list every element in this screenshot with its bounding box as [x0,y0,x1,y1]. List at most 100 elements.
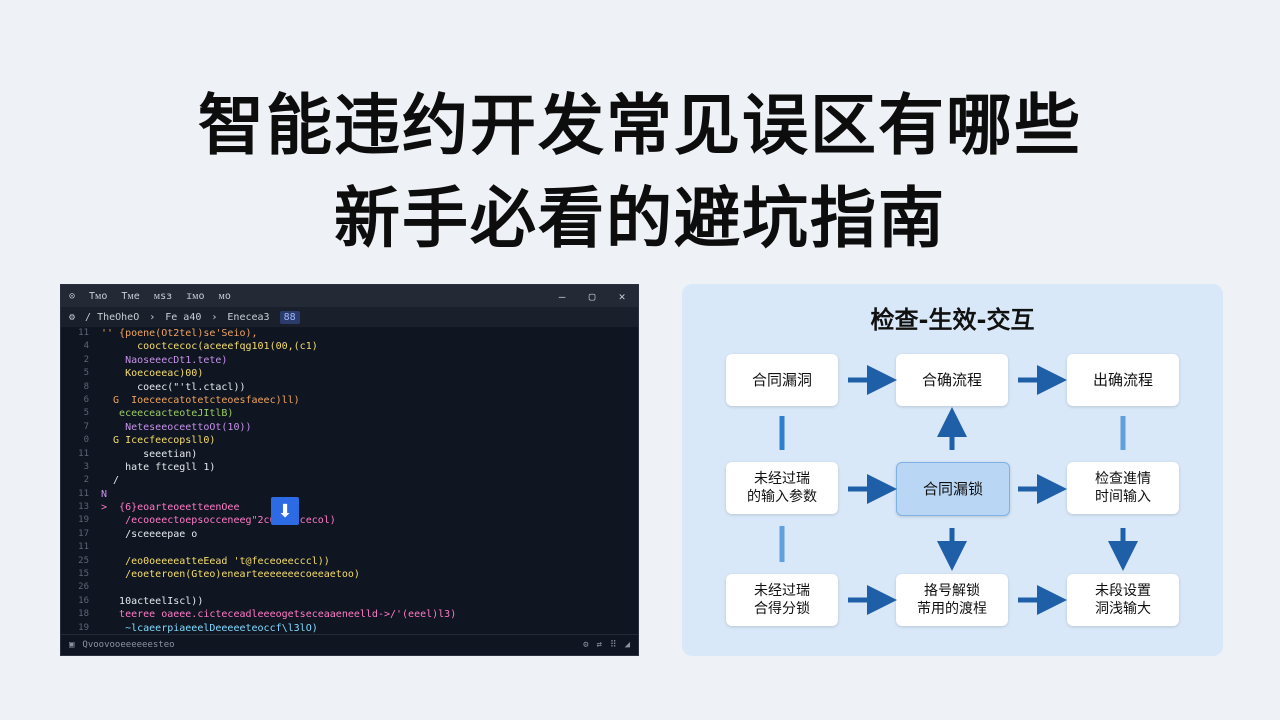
box-label: 洞浅输大 [1095,601,1151,617]
status-text: Qvoovooeeeeeesteo [82,640,175,650]
box-unverified-split: 未经过瑞合得分锁 [726,574,838,626]
breadcrumb-item-1[interactable]: Fe a40 [165,311,202,323]
box-label: 挌号解锁 [924,583,980,599]
line-number: 3 [83,461,89,472]
code-line[interactable]: hate ftcegll 1) [101,461,216,473]
maximize-icon[interactable]: ▢ [588,289,596,303]
status-bar: ▣ Qvoovooeeeeeesteo ⚙ ⇄ ⠿ ◢ [61,634,638,655]
code-line[interactable]: > {6}eoarteoeetteenOee [101,502,240,514]
diagram-arrows [779,365,1138,615]
code-line[interactable]: / [101,475,120,487]
box-label: 合同漏洞 [751,371,812,389]
settings-icon[interactable]: ⚙ [69,311,76,323]
code-line[interactable]: NeteseeoceettoOt(10)) [101,421,252,433]
editor-titlebar: ⊙ Tᴍo Tᴍe ᴍsɜ ɪᴍo ᴍo – ▢ ✕ [61,285,638,307]
box-output-process: 出确流程 [1067,354,1179,406]
flow-diagram-panel: 检查-生效-交互 合同漏洞 合确流程 出确流程 未经过瑞的输入参数 合同漏锁 检… [682,284,1223,656]
line-number: 7 [83,421,89,432]
minimize-icon[interactable]: – [558,289,566,303]
code-line[interactable]: eceeceacteoteJItlB) [101,408,234,420]
box-label: 合确流程 [921,371,982,389]
menu-item-4[interactable]: ɪᴍo [186,290,205,302]
code-line[interactable]: coeec("'tl.ctacl)) [101,381,246,393]
code-editor-window: ⊙ Tᴍo Tᴍe ᴍsɜ ɪᴍo ᴍo – ▢ ✕ ⚙ / TheOheO ›… [60,284,639,656]
line-number: 25 [78,555,89,566]
line-number: 2 [83,354,89,365]
breadcrumb-path[interactable]: / TheOheO [85,311,140,323]
menu-item-2[interactable]: Tᴍe [121,290,140,302]
box-unlock-process: 挌号解锁芾用的渡桯 [896,574,1008,626]
code-line[interactable]: cooctcecoc(aceeefqg101(00,(c1) [101,341,318,353]
box-label: 时间输入 [1095,489,1151,505]
share-icon[interactable]: ⇄ [596,640,602,650]
line-number: 8 [83,381,89,392]
headline-line-1: 智能违约开发常见误区有哪些 [198,87,1082,164]
line-number: 5 [83,408,89,419]
line-number: 11 [78,488,89,499]
box-check-time-input: 检查進情时间输入 [1067,462,1179,514]
menu-item-1[interactable]: Tᴍo [89,290,108,302]
menu-item-5[interactable]: ᴍo [218,290,231,302]
code-area[interactable]: 1142586570113211131917112515261618191019… [61,327,638,655]
line-number: 15 [78,569,89,580]
diagram-title: 检查-生效-交互 [870,306,1035,334]
code-lines[interactable]: '' {poene(Ot2tel)se'Seio), cooctcecoc(ac… [101,327,638,635]
code-line[interactable]: /eoeteroen(Gteo)enearteeeeeeecoeeaetoo) [101,569,360,581]
code-line[interactable]: G Icecfeecopsll0) [101,435,216,447]
box-label: 未经过瑞 [754,471,810,487]
code-line[interactable] [101,581,638,594]
line-number: 11 [78,448,89,459]
line-number: 17 [78,528,89,539]
code-line[interactable]: NaoseeecDt1.tete) [101,354,228,366]
code-line[interactable]: teeree oaeee.cicteceadleeeogetseceaaenee… [101,609,457,621]
box-confirm-process: 合确流程 [896,354,1008,406]
line-number: 0 [83,435,89,446]
line-number: 11 [78,328,89,338]
close-icon[interactable]: ✕ [618,289,626,303]
breadcrumb-badge[interactable]: 88 [279,310,300,324]
box-label: 合同漏锁 [922,480,983,498]
line-number: 16 [78,595,89,606]
box-unverified-input: 未经过瑞的输入参数 [726,462,838,514]
breadcrumb: ⚙ / TheOheO › Fe a40 › Enecea3 88 [61,307,638,327]
box-label: 未段设置 [1095,583,1151,599]
code-line[interactable]: G Ioeceecatotetcteoesfaeec)ll) [101,394,300,406]
terminal-icon[interactable]: ▣ [69,640,75,650]
line-number-gutter: 1142586570113211131917112515261618191019 [61,327,89,655]
code-line[interactable]: N [101,488,108,500]
headline-line-2: 新手必看的避坑指南 [334,180,946,257]
settings-icon[interactable]: ⚙ [583,640,589,650]
line-number: 13 [78,502,89,513]
box-label: 的输入参数 [747,489,817,505]
code-line[interactable]: /eo0oeeeeatteEead 't@feceoeecccl)) [101,555,330,567]
grip-icon[interactable]: ⠿ [609,640,617,650]
box-label: 检查進情 [1095,471,1151,487]
line-number: 19 [78,515,89,526]
code-line[interactable]: 10acteelIscl)) [101,595,204,607]
box-label: 芾用的渡桯 [917,601,987,617]
breadcrumb-item-2[interactable]: Enecea3 [227,311,270,323]
box-label: 出确流程 [1092,371,1153,389]
line-number: 4 [83,341,89,352]
box-label: 未经过瑞 [754,583,810,599]
code-line[interactable]: '' {poene(Ot2tel)se'Seio), [101,328,258,339]
line-number: 26 [78,582,89,593]
code-line[interactable]: Koecoeeac)00) [101,368,204,380]
breadcrumb-separator-icon: › [211,311,218,323]
line-number: 6 [83,394,89,405]
menu-item-3[interactable]: ᴍsɜ [153,290,173,302]
resize-icon[interactable]: ◢ [624,640,630,650]
breadcrumb-separator-icon: › [149,311,156,323]
arrow-down-icon[interactable]: ⬇ [271,497,299,525]
code-line[interactable]: ~lcaeerpiaeeelDeeeeeteoccf\l3lO) [101,622,318,634]
code-line[interactable]: seeetian) [101,448,198,460]
box-unset-input: 未段设置洞浅输大 [1067,574,1179,626]
code-line[interactable]: /ecooeectoepsocceneeg"2c0/7n/cecol) [101,515,336,527]
line-number: 11 [78,542,89,553]
box-label: 合得分锁 [754,601,810,617]
code-line[interactable] [101,541,638,554]
code-line[interactable]: /sceeeepae o [101,528,198,540]
line-number: 5 [83,368,89,379]
line-number: 2 [83,475,89,486]
box-contract-vulnerability: 合同漏洞 [726,354,838,406]
